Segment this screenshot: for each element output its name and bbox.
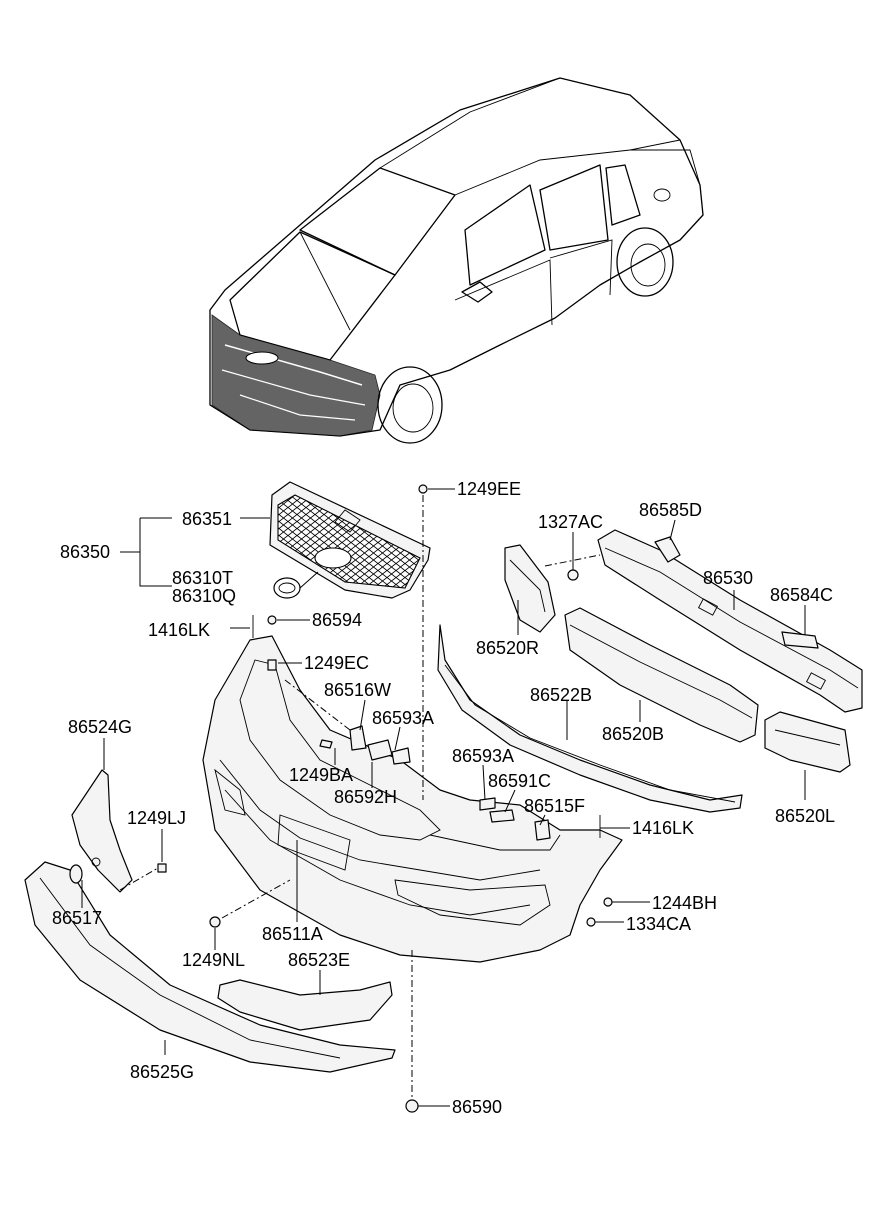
label-1327AC: 1327AC <box>538 512 603 532</box>
label-86591C: 86591C <box>488 771 551 791</box>
label-86593A-lower: 86593A <box>452 746 514 766</box>
front-bumper-cover <box>202 635 623 963</box>
label-86584C: 86584C <box>770 585 833 605</box>
side-trim-left <box>71 769 133 893</box>
radiator-grille <box>269 481 431 599</box>
car-illustration <box>209 77 704 444</box>
label-1249EC: 1249EC <box>304 653 369 673</box>
label-86520L: 86520L <box>775 806 835 826</box>
label-86517: 86517 <box>52 908 102 928</box>
label-86593A-upper: 86593A <box>372 708 434 728</box>
label-1249BA: 1249BA <box>289 765 353 785</box>
label-86516W: 86516W <box>324 680 391 700</box>
bracket-left <box>764 711 851 773</box>
label-86522B: 86522B <box>530 685 592 705</box>
label-86530: 86530 <box>703 568 753 588</box>
label-1249EE: 1249EE <box>457 479 521 499</box>
label-86523E: 86523E <box>288 950 350 970</box>
label-1244BH: 1244BH <box>652 893 717 913</box>
fasteners <box>69 484 819 1113</box>
leader-lines <box>81 488 806 1107</box>
label-1249LJ: 1249LJ <box>127 808 186 828</box>
label-86594: 86594 <box>312 610 362 630</box>
lower-lip-trim <box>24 861 396 1073</box>
emblem-icon <box>273 577 301 599</box>
label-86592H: 86592H <box>334 787 397 807</box>
energy-absorber-center <box>564 607 759 743</box>
label-1416LK-right: 1416LK <box>632 818 694 838</box>
lower-grille-strip <box>217 979 393 1031</box>
label-86590: 86590 <box>452 1097 502 1117</box>
label-86511A: 86511A <box>262 924 323 944</box>
label-86310T: 86310T <box>172 568 233 588</box>
label-1416LK-left: 1416LK <box>148 620 210 640</box>
label-86525G: 86525G <box>130 1062 194 1082</box>
label-86350: 86350 <box>60 542 110 562</box>
label-86585D: 86585D <box>639 500 702 520</box>
label-86520B: 86520B <box>602 724 664 744</box>
label-86520R: 86520R <box>476 638 539 658</box>
label-86351: 86351 <box>182 509 232 529</box>
label-1249NL: 1249NL <box>182 950 245 970</box>
bracket-right <box>504 544 556 633</box>
label-86524G: 86524G <box>68 717 132 737</box>
label-86310Q: 86310Q <box>172 586 236 606</box>
label-86515F: 86515F <box>524 796 585 816</box>
label-1334CA: 1334CA <box>626 914 691 934</box>
